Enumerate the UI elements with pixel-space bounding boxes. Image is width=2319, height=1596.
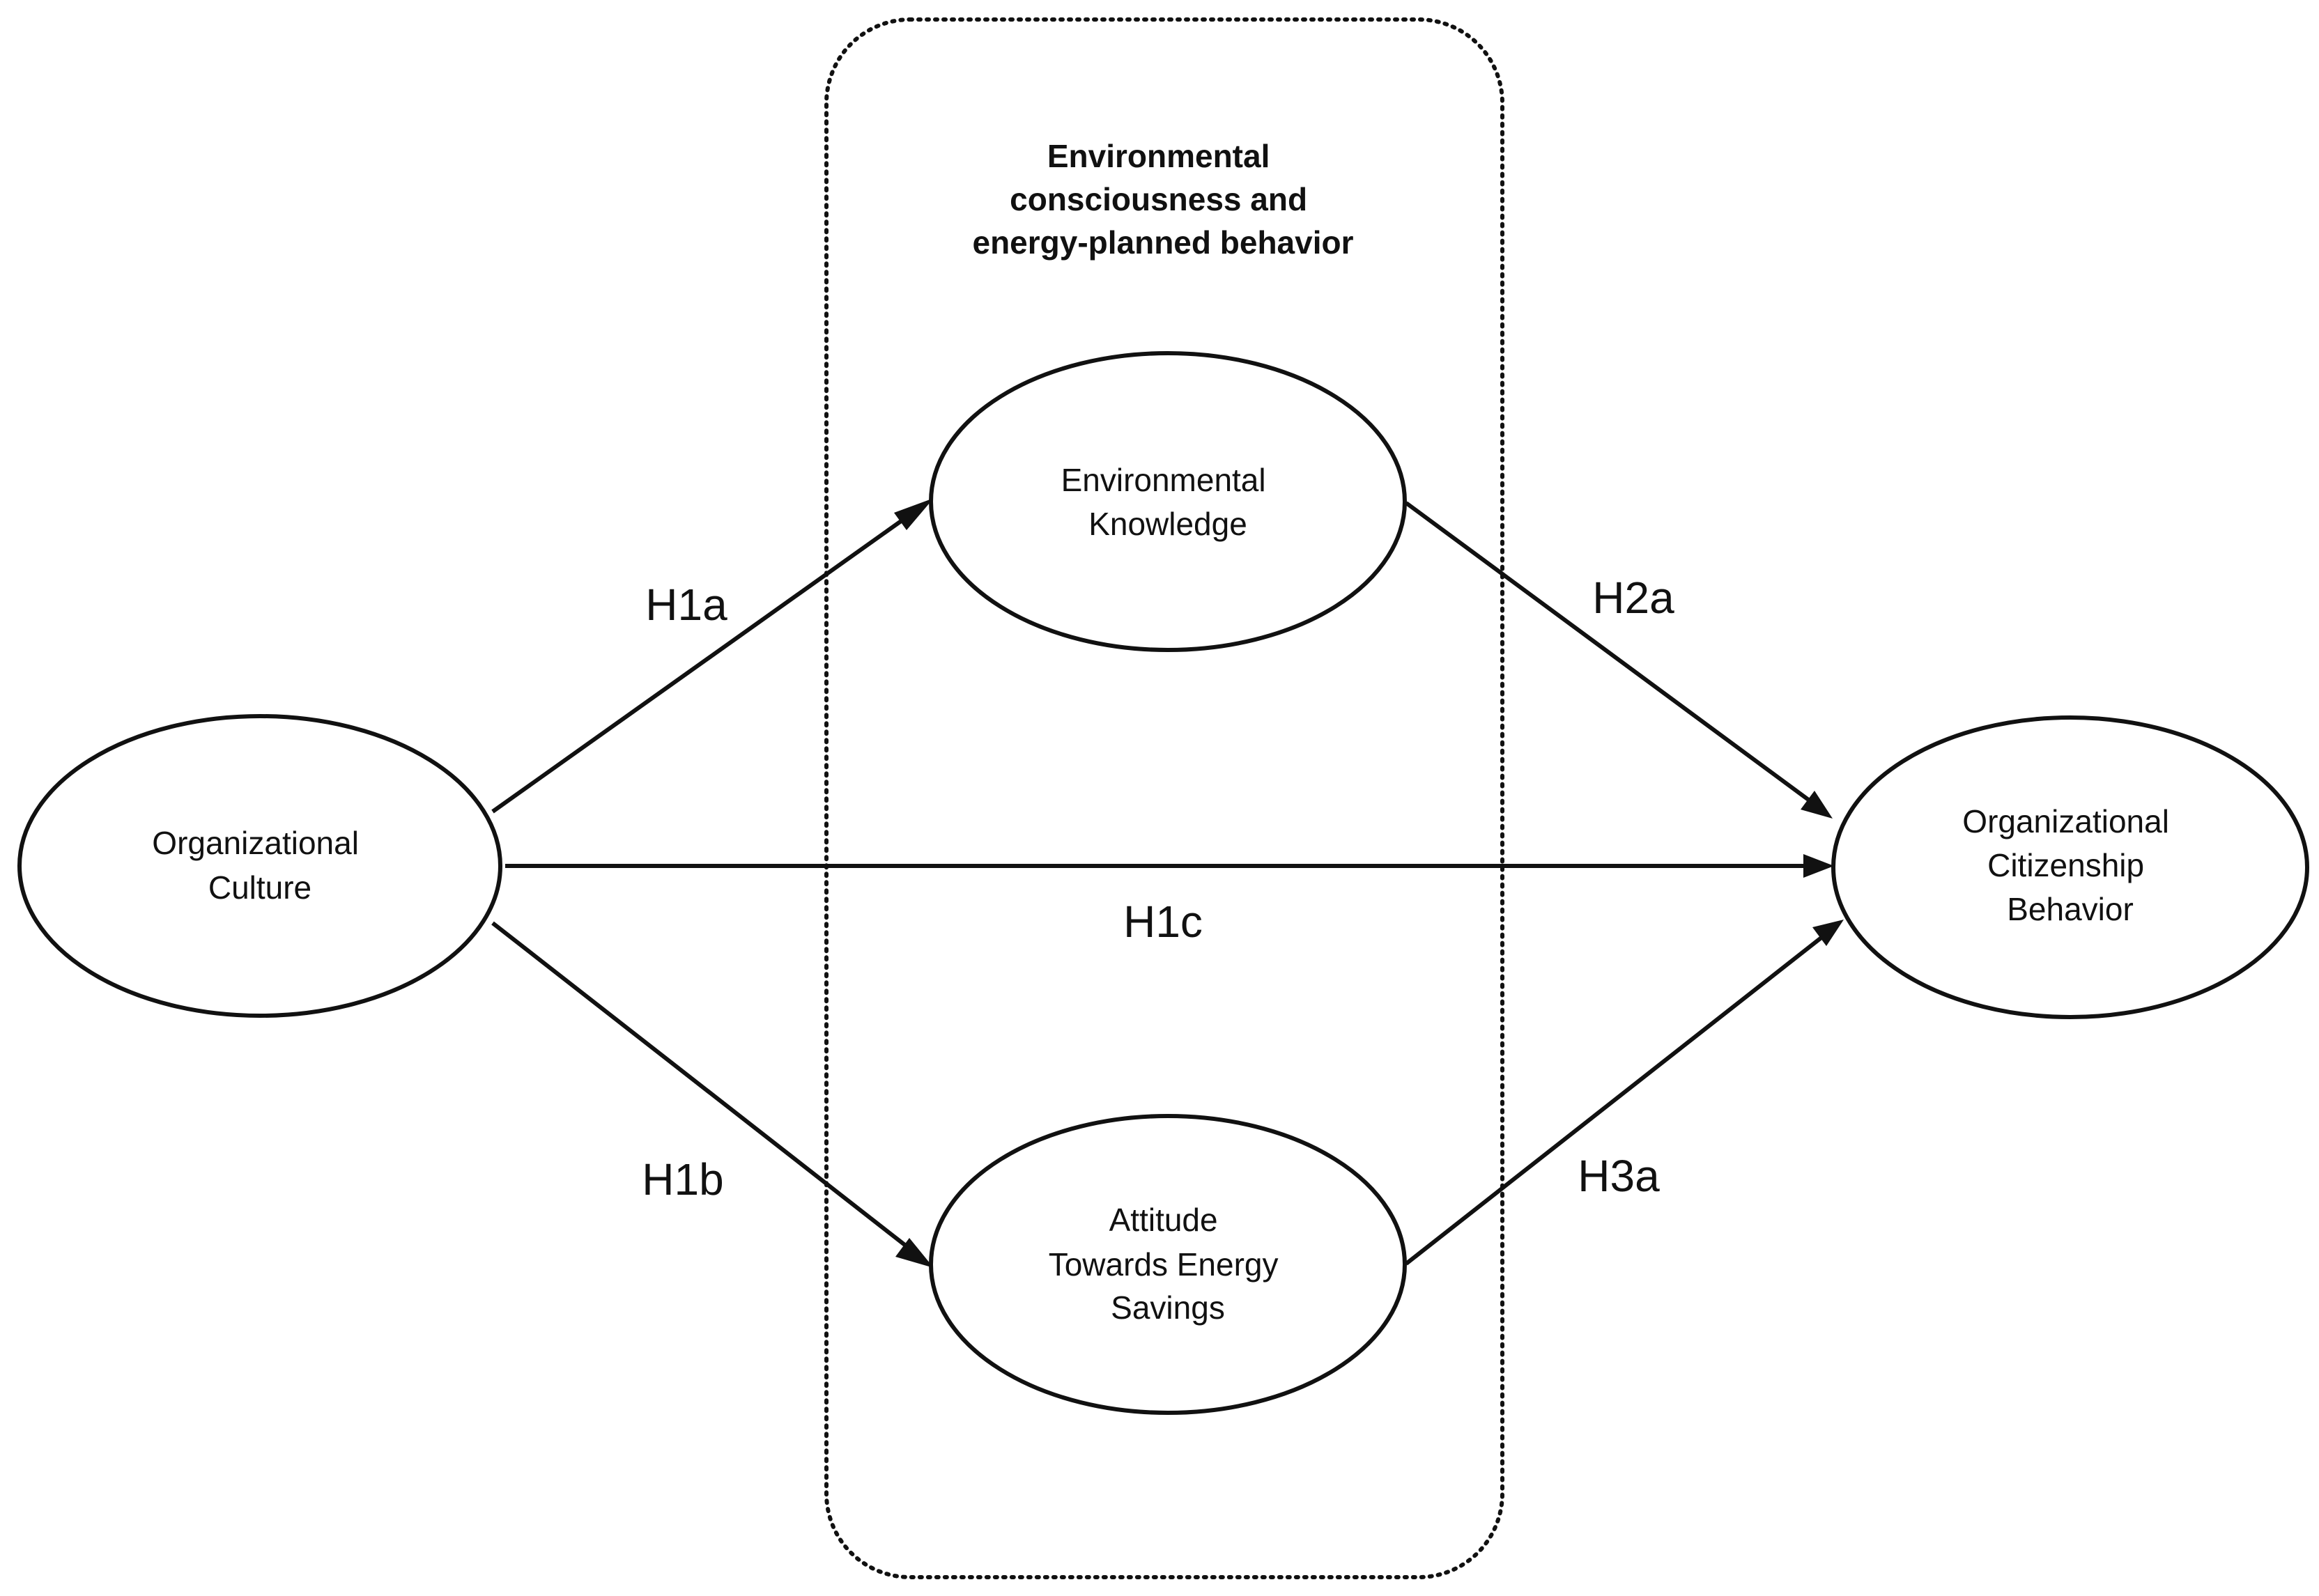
- edge-h1b-arrowhead: [895, 1238, 934, 1268]
- node-environmental-knowledge: Environmental Knowledge: [929, 351, 1407, 652]
- edge-h2a-line: [1405, 501, 1812, 803]
- ocb-line-1: Organizational: [1962, 803, 2169, 839]
- organizational-citizenship-behavior-label: Organizational Citizenship Behavior: [1962, 803, 2178, 927]
- organizational-culture-label: Organizational Culture: [152, 825, 367, 906]
- edge-h1a-line: [491, 511, 914, 814]
- organizational-culture-line-1: Organizational: [152, 825, 359, 861]
- edge-label-h3a: H3a: [1578, 1151, 1660, 1201]
- organizational-culture-line-2: Culture: [208, 869, 311, 906]
- attitude-energy-savings-line-1: Attitude: [1109, 1202, 1218, 1238]
- edge-h1c-arrowhead: [1803, 854, 1834, 878]
- ocb-line-3: Behavior: [2007, 891, 2134, 927]
- node-organizational-citizenship-behavior: Organizational Citizenship Behavior: [1831, 715, 2309, 1019]
- edge-h1a-arrowhead: [894, 498, 934, 530]
- organizational-culture-ellipse: [17, 714, 502, 1018]
- attitude-energy-savings-line-3: Savings: [1111, 1289, 1225, 1326]
- group-title-line-3: energy-planned behavior: [972, 224, 1353, 261]
- attitude-energy-savings-label: Attitude Towards Energy Savings: [1049, 1202, 1288, 1326]
- environmental-knowledge-label: Environmental Knowledge: [1061, 462, 1275, 542]
- group-title-line-2: consciousness and: [1010, 181, 1307, 217]
- edge-label-h1b: H1b: [642, 1154, 723, 1204]
- attitude-energy-savings-ellipse: [929, 1114, 1407, 1415]
- environmental-knowledge-line-1: Environmental: [1061, 462, 1266, 498]
- edge-label-h1c: H1c: [1123, 897, 1203, 947]
- edge-label-h2a: H2a: [1592, 573, 1674, 623]
- edge-h2a-arrowhead: [1801, 791, 1833, 819]
- edge-h3a-line: [1405, 935, 1824, 1266]
- node-organizational-culture: Organizational Culture: [17, 714, 502, 1018]
- mediator-group-box: [824, 17, 1504, 1579]
- group-title: Environmental consciousness and energy-p…: [972, 138, 1353, 261]
- environmental-knowledge-ellipse: [929, 351, 1407, 652]
- edge-label-h1a: H1a: [645, 580, 727, 630]
- environmental-knowledge-line-2: Knowledge: [1088, 506, 1247, 542]
- organizational-citizenship-behavior-ellipse: [1831, 715, 2309, 1019]
- edge-h3a-arrowhead: [1812, 920, 1844, 946]
- ocb-line-2: Citizenship: [1987, 847, 2144, 883]
- node-attitude-energy-savings: Attitude Towards Energy Savings: [929, 1114, 1407, 1415]
- attitude-energy-savings-line-2: Towards Energy: [1049, 1246, 1279, 1283]
- edges: [491, 498, 1844, 1268]
- edge-h1b-line: [491, 921, 914, 1253]
- group-title-line-1: Environmental: [1047, 138, 1270, 174]
